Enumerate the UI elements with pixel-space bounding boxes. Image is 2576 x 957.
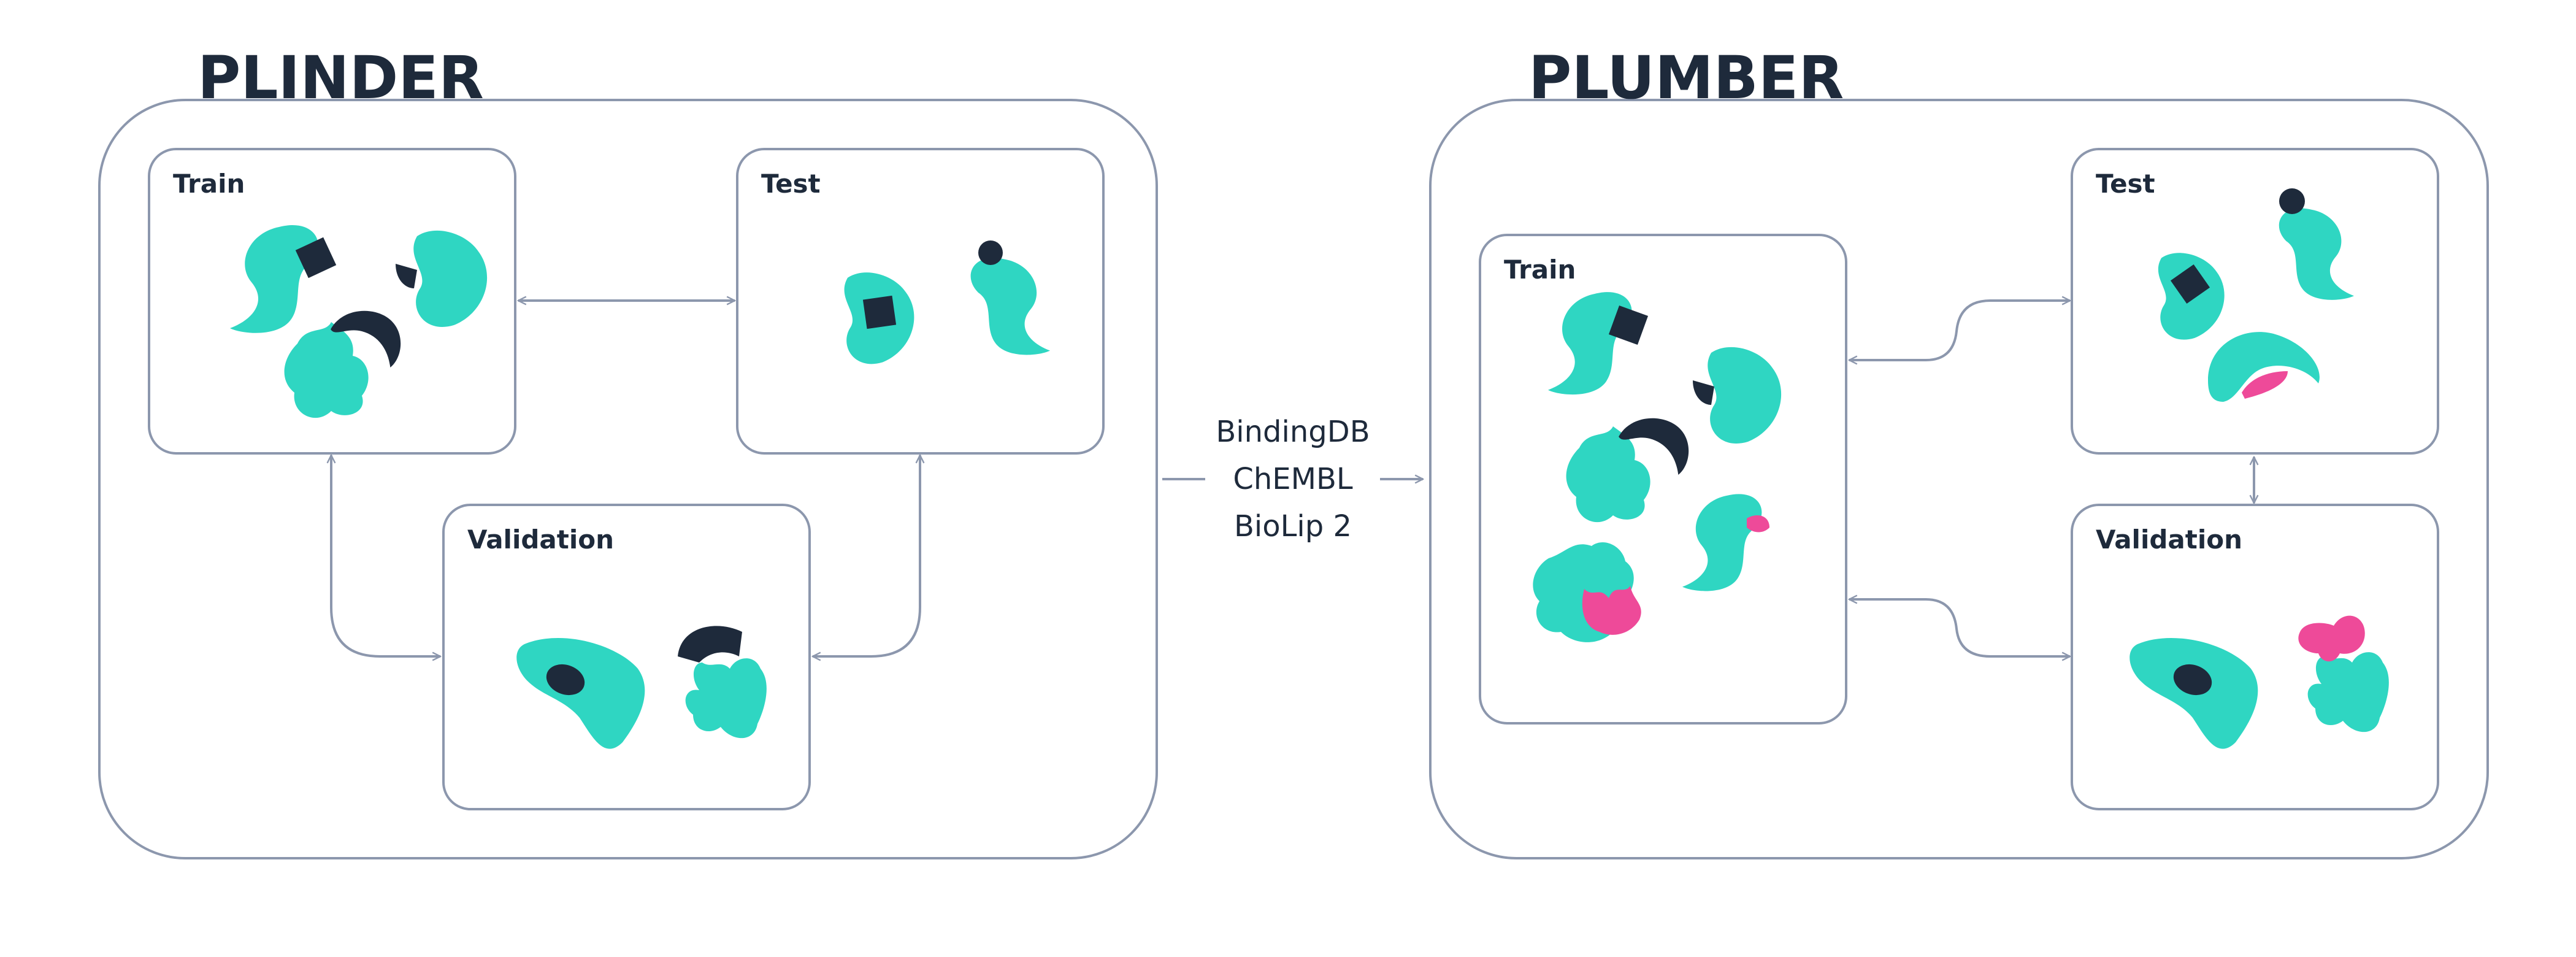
plumber-test-label: Test <box>2096 169 2155 199</box>
ligand-circle-icon <box>2279 188 2305 214</box>
ligand-square-icon <box>1608 305 1649 345</box>
plinder-test-validation-connector <box>813 455 920 656</box>
ligand-square-icon <box>862 295 897 329</box>
ligand-wedge-icon <box>1693 380 1714 405</box>
plumber-title: PLUMBER <box>1528 44 1844 112</box>
ligand-oval-icon <box>2173 664 2212 696</box>
plinder-validation-box: Validation <box>442 504 811 810</box>
ligand-square-icon <box>295 237 337 279</box>
data-sources: BindingDB ChEMBL BioLip 2 <box>1162 415 1423 544</box>
plumber-train-validation-connector <box>1849 599 2070 656</box>
plinder-test-label: Test <box>761 169 821 199</box>
plinder-panel: PLINDER Train Test Validati <box>98 44 1158 859</box>
plumber-train-box: Train <box>1479 234 1847 724</box>
plumber-train-test-connector <box>1849 301 2070 360</box>
source-bindingdb: BindingDB <box>1216 415 1370 449</box>
plumber-panel: PLUMBER Train Test <box>1429 44 2489 859</box>
protein-arch-icon <box>2208 332 2320 402</box>
plumber-validation-box: Validation <box>2071 504 2439 810</box>
source-chembl: ChEMBL <box>1233 462 1353 496</box>
plinder-train-validation-connector <box>331 455 440 656</box>
plinder-validation-label: Validation <box>467 525 614 555</box>
protein-crab-icon <box>2307 652 2389 732</box>
plinder-train-label: Train <box>173 169 245 199</box>
source-biolip2: BioLip 2 <box>1234 509 1352 544</box>
plumber-validation-label: Validation <box>2096 525 2242 555</box>
protein-crab-icon <box>685 658 767 739</box>
plumber-train-label: Train <box>1504 255 1576 285</box>
ligand-circle-icon <box>978 240 1003 265</box>
ligand-square-icon <box>2170 264 2210 304</box>
plinder-train-box: Train <box>148 148 516 455</box>
ligand-arch-icon <box>678 626 742 663</box>
plumber-test-box: Test <box>2071 148 2439 455</box>
ligand-oval-icon <box>546 664 585 696</box>
ligand-pink-wedge-icon <box>1747 515 1769 532</box>
plinder-title: PLINDER <box>197 44 484 112</box>
ligand-pink-wedge-icon <box>2242 371 2288 399</box>
ligand-wedge-icon <box>396 264 417 288</box>
plinder-test-box: Test <box>736 148 1105 455</box>
